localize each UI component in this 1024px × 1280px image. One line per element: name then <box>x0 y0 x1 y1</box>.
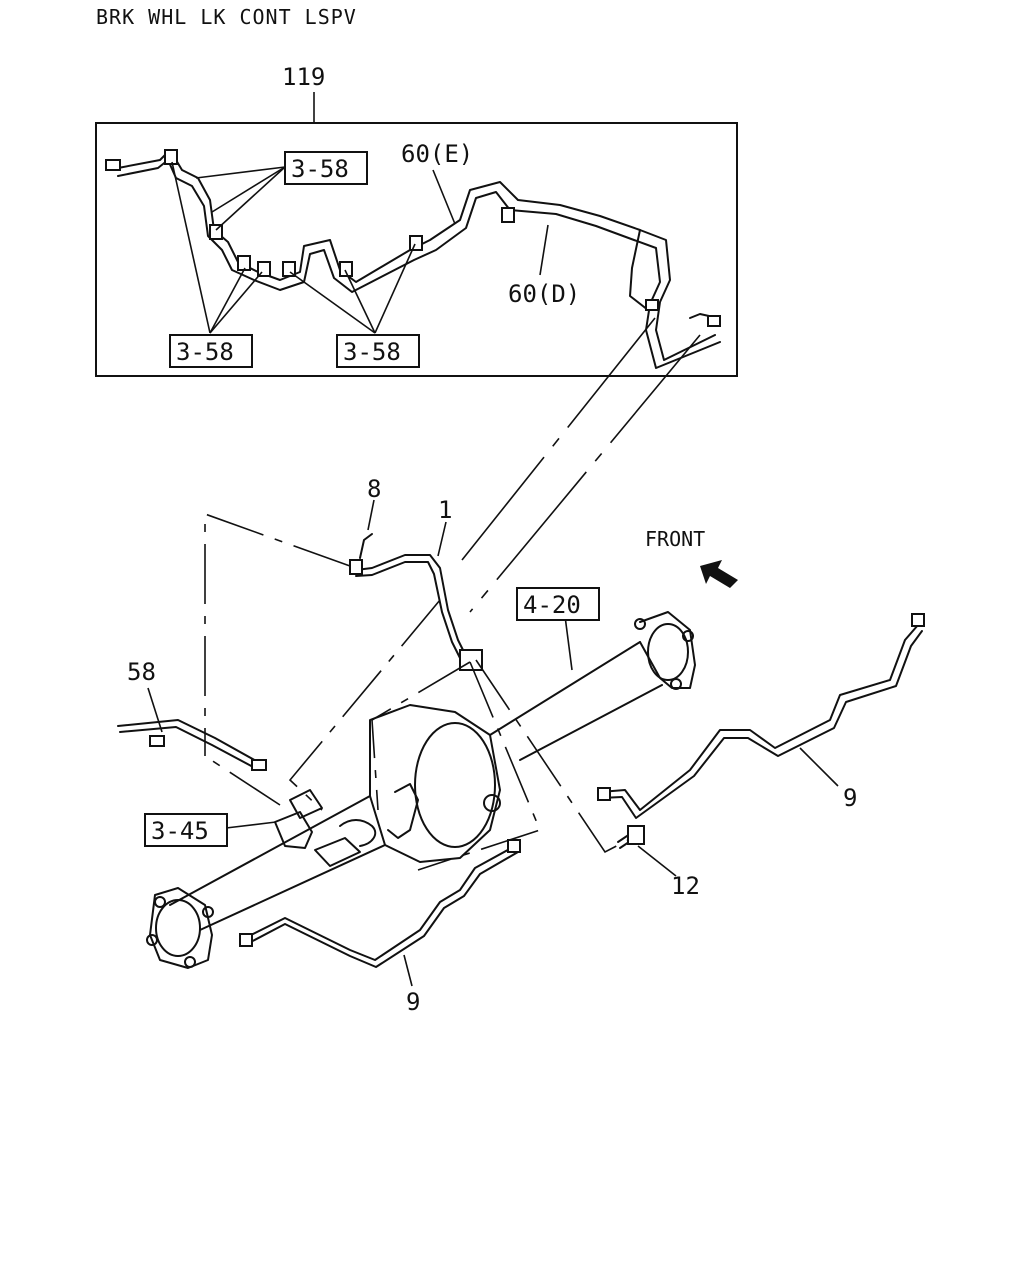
arrow-up-left-icon <box>700 560 738 588</box>
callout-3-58-right: 3-58 <box>343 338 401 366</box>
reference-leader-lines <box>204 512 629 871</box>
rear-axle-assembly <box>146 611 696 969</box>
callout-3-58-top: 3-58 <box>291 155 349 183</box>
callout-3-45: 3-45 <box>151 817 209 845</box>
callout-119: 119 <box>282 63 325 91</box>
pipe-58 <box>117 719 267 771</box>
inset-frame <box>95 122 738 377</box>
leader-9-bottom <box>403 954 413 987</box>
leader-12 <box>637 845 677 877</box>
diagram-title: BRK WHL LK CONT LSPV <box>96 5 357 29</box>
leader-8 <box>367 499 375 531</box>
inset-assembly-119: 119 <box>95 63 738 377</box>
callout-9-bottom: 9 <box>406 988 420 1016</box>
leader-3-45 <box>225 821 277 829</box>
callout-3-58-left: 3-58 <box>176 338 234 366</box>
ref-box-3-45 <box>144 813 228 847</box>
ref-box-3-58-top <box>284 151 368 185</box>
callout-58: 58 <box>127 658 156 686</box>
ref-box-3-58-left <box>169 334 253 368</box>
leader-9-right <box>799 747 839 787</box>
leader-1 <box>437 521 447 557</box>
pipe-9-right <box>597 613 925 819</box>
callout-1: 1 <box>438 496 452 524</box>
inset-pipe-bundle <box>105 149 721 369</box>
callout-60-e: 60(E) <box>401 140 473 168</box>
leader-58 <box>147 687 163 733</box>
callout-8: 8 <box>367 475 381 503</box>
pipe-clip <box>459 649 483 671</box>
bolt-12 <box>617 825 645 849</box>
callout-60-d: 60(D) <box>508 280 580 308</box>
front-label: FRONT <box>645 527 705 551</box>
callout-9-right: 9 <box>843 784 857 812</box>
ref-box-3-58-right <box>336 334 420 368</box>
pipe-1 <box>349 533 483 671</box>
ref-box-4-20 <box>516 587 600 621</box>
callout-12: 12 <box>671 872 700 900</box>
pipe-9-bottom <box>239 839 521 968</box>
leader-4-20 <box>564 615 573 671</box>
callout-4-20: 4-20 <box>523 591 581 619</box>
